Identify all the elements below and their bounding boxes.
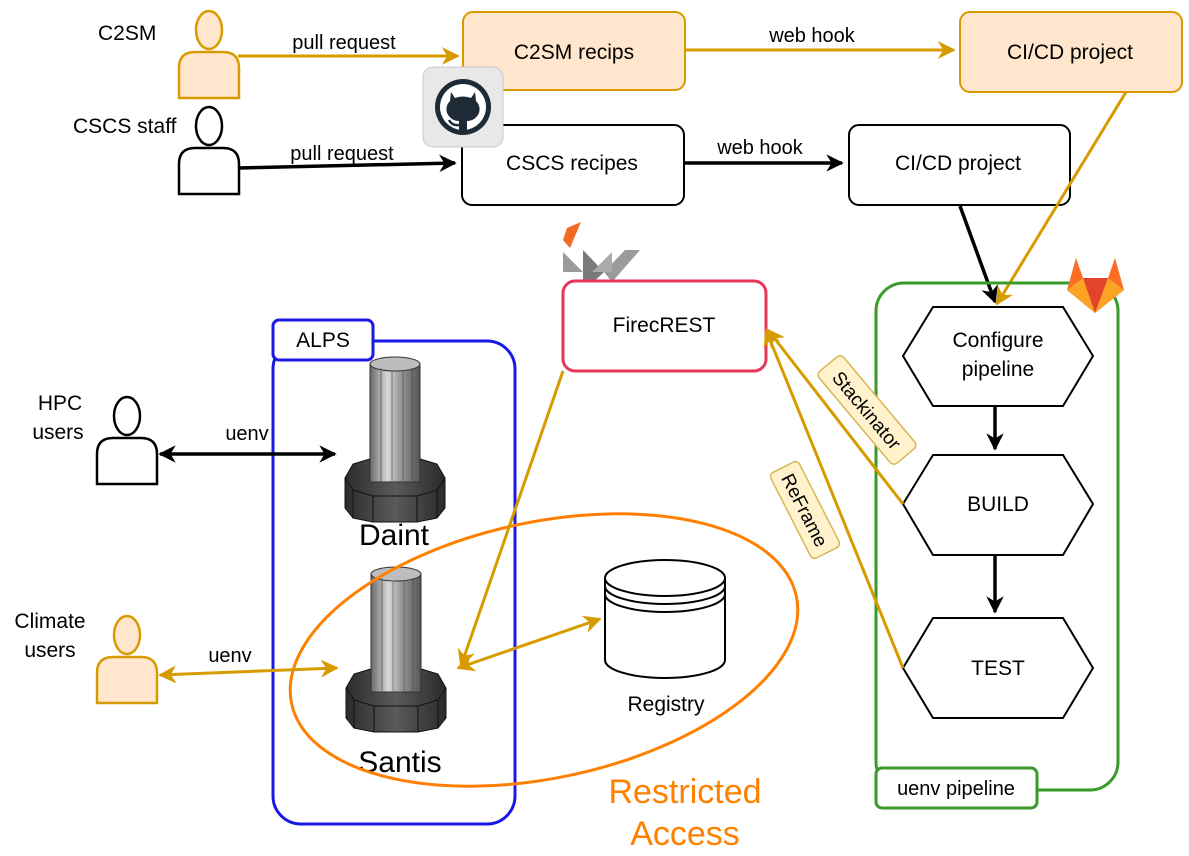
firecrest-box[interactable]: FirecREST	[561, 279, 768, 373]
c2sm-user-icon	[177, 9, 241, 100]
alps-container: ALPS	[271, 318, 517, 826]
stackinator-label: Stackinator	[827, 368, 905, 455]
cscs-pull-request-arrow	[237, 154, 457, 173]
cscs-recipes-box[interactable]: CSCS recipes	[461, 124, 685, 206]
github-icon	[422, 66, 504, 148]
cscs-staff-user-icon	[177, 105, 241, 196]
cscs-cicd-label: CI/CD project	[895, 152, 1021, 175]
database-icon	[604, 559, 726, 679]
cscs-cicd-to-pipeline-arrow	[958, 205, 998, 304]
configure-pipeline-label-1: Configure	[952, 329, 1043, 352]
daint-label: Daint	[359, 519, 430, 552]
cscs-cicd-box[interactable]: CI/CD project	[848, 124, 1071, 206]
c2sm-web-hook-label: web hook	[768, 25, 856, 47]
cscs-recipes-label: CSCS recipes	[506, 152, 638, 175]
climate-users-label-1: Climate	[14, 610, 85, 633]
hpc-users-label-2: users	[32, 421, 83, 444]
build-to-firecrest-arrow	[766, 328, 905, 505]
cscs-web-hook-label: web hook	[716, 137, 804, 159]
build-label: BUILD	[967, 493, 1029, 516]
climate-uenv-label: uenv	[208, 645, 251, 667]
test-node[interactable]: TEST	[901, 617, 1095, 719]
c2sm-cicd-label: CI/CD project	[1007, 41, 1133, 64]
test-label: TEST	[971, 657, 1025, 680]
firecrest-label: FirecREST	[613, 314, 716, 337]
c2sm-pull-request-label: pull request	[292, 32, 396, 54]
uenv-pipeline-label: uenv pipeline	[897, 778, 1015, 800]
climate-users-label-2: users	[24, 639, 75, 662]
c2sm-recipes-box[interactable]: C2SM recips	[462, 11, 686, 91]
climate-users-user-icon	[95, 614, 159, 705]
c2sm-cicd-box[interactable]: CI/CD project	[959, 11, 1183, 93]
c2sm-recipes-label: C2SM recips	[514, 41, 634, 64]
registry-label: Registry	[627, 693, 705, 716]
daint-supercomputer-icon	[344, 356, 446, 523]
test-to-firecrest-arrow	[763, 328, 905, 669]
restricted-access-ellipse	[288, 512, 800, 788]
configure-pipeline-label-2: pipeline	[962, 358, 1034, 381]
build-node[interactable]: BUILD	[901, 454, 1095, 556]
hpc-users-label-1: HPC	[38, 392, 82, 415]
climate-uenv-arrow	[158, 659, 339, 684]
reframe-tag: ReFrame	[769, 460, 841, 560]
configure-pipeline-node[interactable]: Configure pipeline	[901, 306, 1095, 407]
santis-supercomputer-icon	[345, 566, 447, 733]
restricted-label-1: Restricted	[608, 773, 761, 811]
cscs-staff-label: CSCS staff	[73, 115, 177, 138]
uenv-pipeline-tag: uenv pipeline	[874, 766, 1039, 810]
c2sm-label: C2SM	[98, 22, 156, 45]
cscs-pull-request-label: pull request	[290, 143, 394, 165]
gitlab-icon	[1067, 258, 1124, 313]
c2sm-cicd-to-pipeline-arrow	[995, 91, 1128, 306]
firecrest-logo-icon	[563, 222, 640, 300]
santis-registry-arrow	[456, 615, 602, 672]
hpc-users-user-icon	[95, 395, 159, 486]
restricted-label-2: Access	[630, 815, 740, 853]
alps-label: ALPS	[296, 329, 350, 352]
hpc-uenv-label: uenv	[225, 423, 268, 445]
